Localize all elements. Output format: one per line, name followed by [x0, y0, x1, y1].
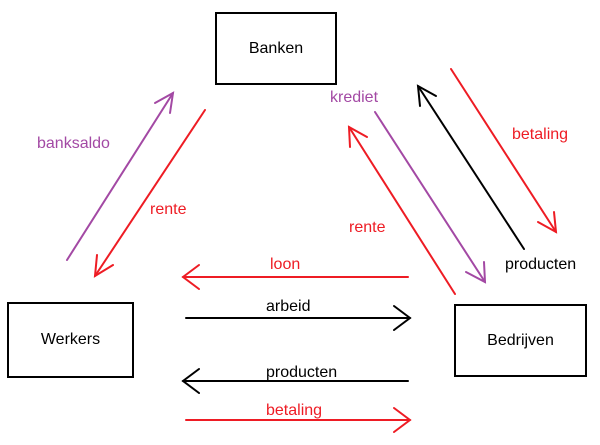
products-bank-label: producten	[505, 256, 577, 273]
credit-arrow	[374, 111, 487, 284]
products-label: producten	[266, 364, 338, 381]
bank-balance-arrow	[66, 91, 175, 261]
payment-arrow	[185, 407, 412, 433]
labour-arrow	[185, 305, 412, 331]
companies-label: Bedrijven	[487, 331, 554, 349]
payment-label: betaling	[266, 402, 323, 419]
interest-to-banks-arrow	[347, 125, 456, 295]
companies-box: Bedrijven	[454, 304, 587, 377]
banks-label: Banken	[248, 39, 304, 57]
interest-companies-label: rente	[349, 219, 386, 236]
workers-label: Werkers	[40, 331, 101, 348]
banks-box: Banken	[215, 12, 337, 85]
products-to-banks-arrow	[416, 84, 525, 250]
payment-bank-label: betaling	[512, 126, 569, 143]
interest-workers-label: rente	[150, 201, 187, 218]
workers-box: Werkers	[7, 302, 134, 378]
wages-arrow	[181, 264, 409, 290]
credit-label: krediet	[330, 89, 379, 106]
payment-to-companies-arrow	[450, 68, 558, 234]
interest-to-workers-arrow	[93, 109, 206, 278]
wages-label: loon	[270, 256, 301, 273]
bank-balance-label: banksaldo	[37, 135, 110, 152]
labour-label: arbeid	[266, 298, 311, 315]
products-arrow	[181, 368, 409, 394]
